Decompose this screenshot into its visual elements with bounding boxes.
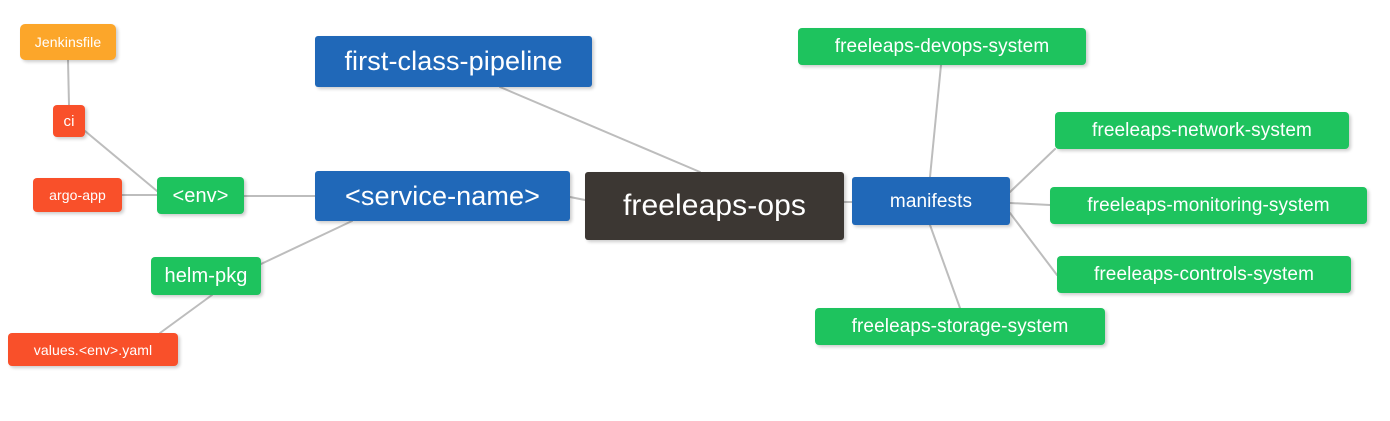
node-label: <service-name> (345, 180, 540, 211)
edge-manifests-to-storage-system (929, 224, 961, 309)
node-label: <env> (172, 184, 229, 207)
node-label: freeleaps-controls-system (1093, 264, 1315, 285)
node-monitoring-system[interactable]: freeleaps-monitoring-system (1050, 187, 1367, 224)
node-label: freeleaps-devops-system (834, 36, 1050, 57)
edge-manifests-to-network-system (1009, 148, 1056, 193)
node-label: Jenkinsfile (34, 34, 102, 50)
edge-manifests-to-monitoring-system (1009, 202, 1051, 206)
node-label: freeleaps-network-system (1092, 120, 1312, 141)
node-service-name[interactable]: <service-name> (315, 171, 570, 221)
node-env[interactable]: <env> (157, 177, 244, 214)
node-argo-app[interactable]: argo-app (33, 178, 122, 212)
node-label: freeleaps-storage-system (851, 316, 1069, 337)
node-helm-pkg[interactable]: helm-pkg (151, 257, 261, 295)
node-label: ci (63, 112, 75, 130)
node-devops-system[interactable]: freeleaps-devops-system (798, 28, 1086, 65)
node-network-system[interactable]: freeleaps-network-system (1055, 112, 1349, 149)
edge-helm-pkg-to-service-name (260, 220, 353, 265)
node-manifests[interactable]: manifests (852, 177, 1010, 225)
edge-first-class-pipeline-to-freeleaps-ops (499, 86, 701, 173)
node-label: argo-app (49, 187, 106, 203)
node-values-yaml[interactable]: values.<env>.yaml (8, 333, 178, 366)
edge-manifests-to-devops-system (929, 64, 942, 178)
edge-service-name-to-freeleaps-ops (569, 196, 586, 201)
node-storage-system[interactable]: freeleaps-storage-system (815, 308, 1105, 345)
node-label: freeleaps-monitoring-system (1087, 195, 1330, 216)
node-ci[interactable]: ci (53, 105, 85, 137)
edge-values-yaml-to-helm-pkg (159, 294, 213, 334)
node-label: first-class-pipeline (344, 46, 563, 76)
node-label: freeleaps-ops (622, 189, 807, 222)
node-controls-system[interactable]: freeleaps-controls-system (1057, 256, 1351, 293)
node-label: manifests (889, 190, 973, 212)
node-first-class-pipeline[interactable]: first-class-pipeline (315, 36, 592, 87)
node-label: values.<env>.yaml (33, 341, 153, 358)
node-freeleaps-ops[interactable]: freeleaps-ops (585, 172, 844, 240)
node-jenkinsfile[interactable]: Jenkinsfile (20, 24, 116, 60)
edge-jenkinsfile-to-ci (67, 59, 70, 106)
node-label: helm-pkg (164, 265, 248, 287)
